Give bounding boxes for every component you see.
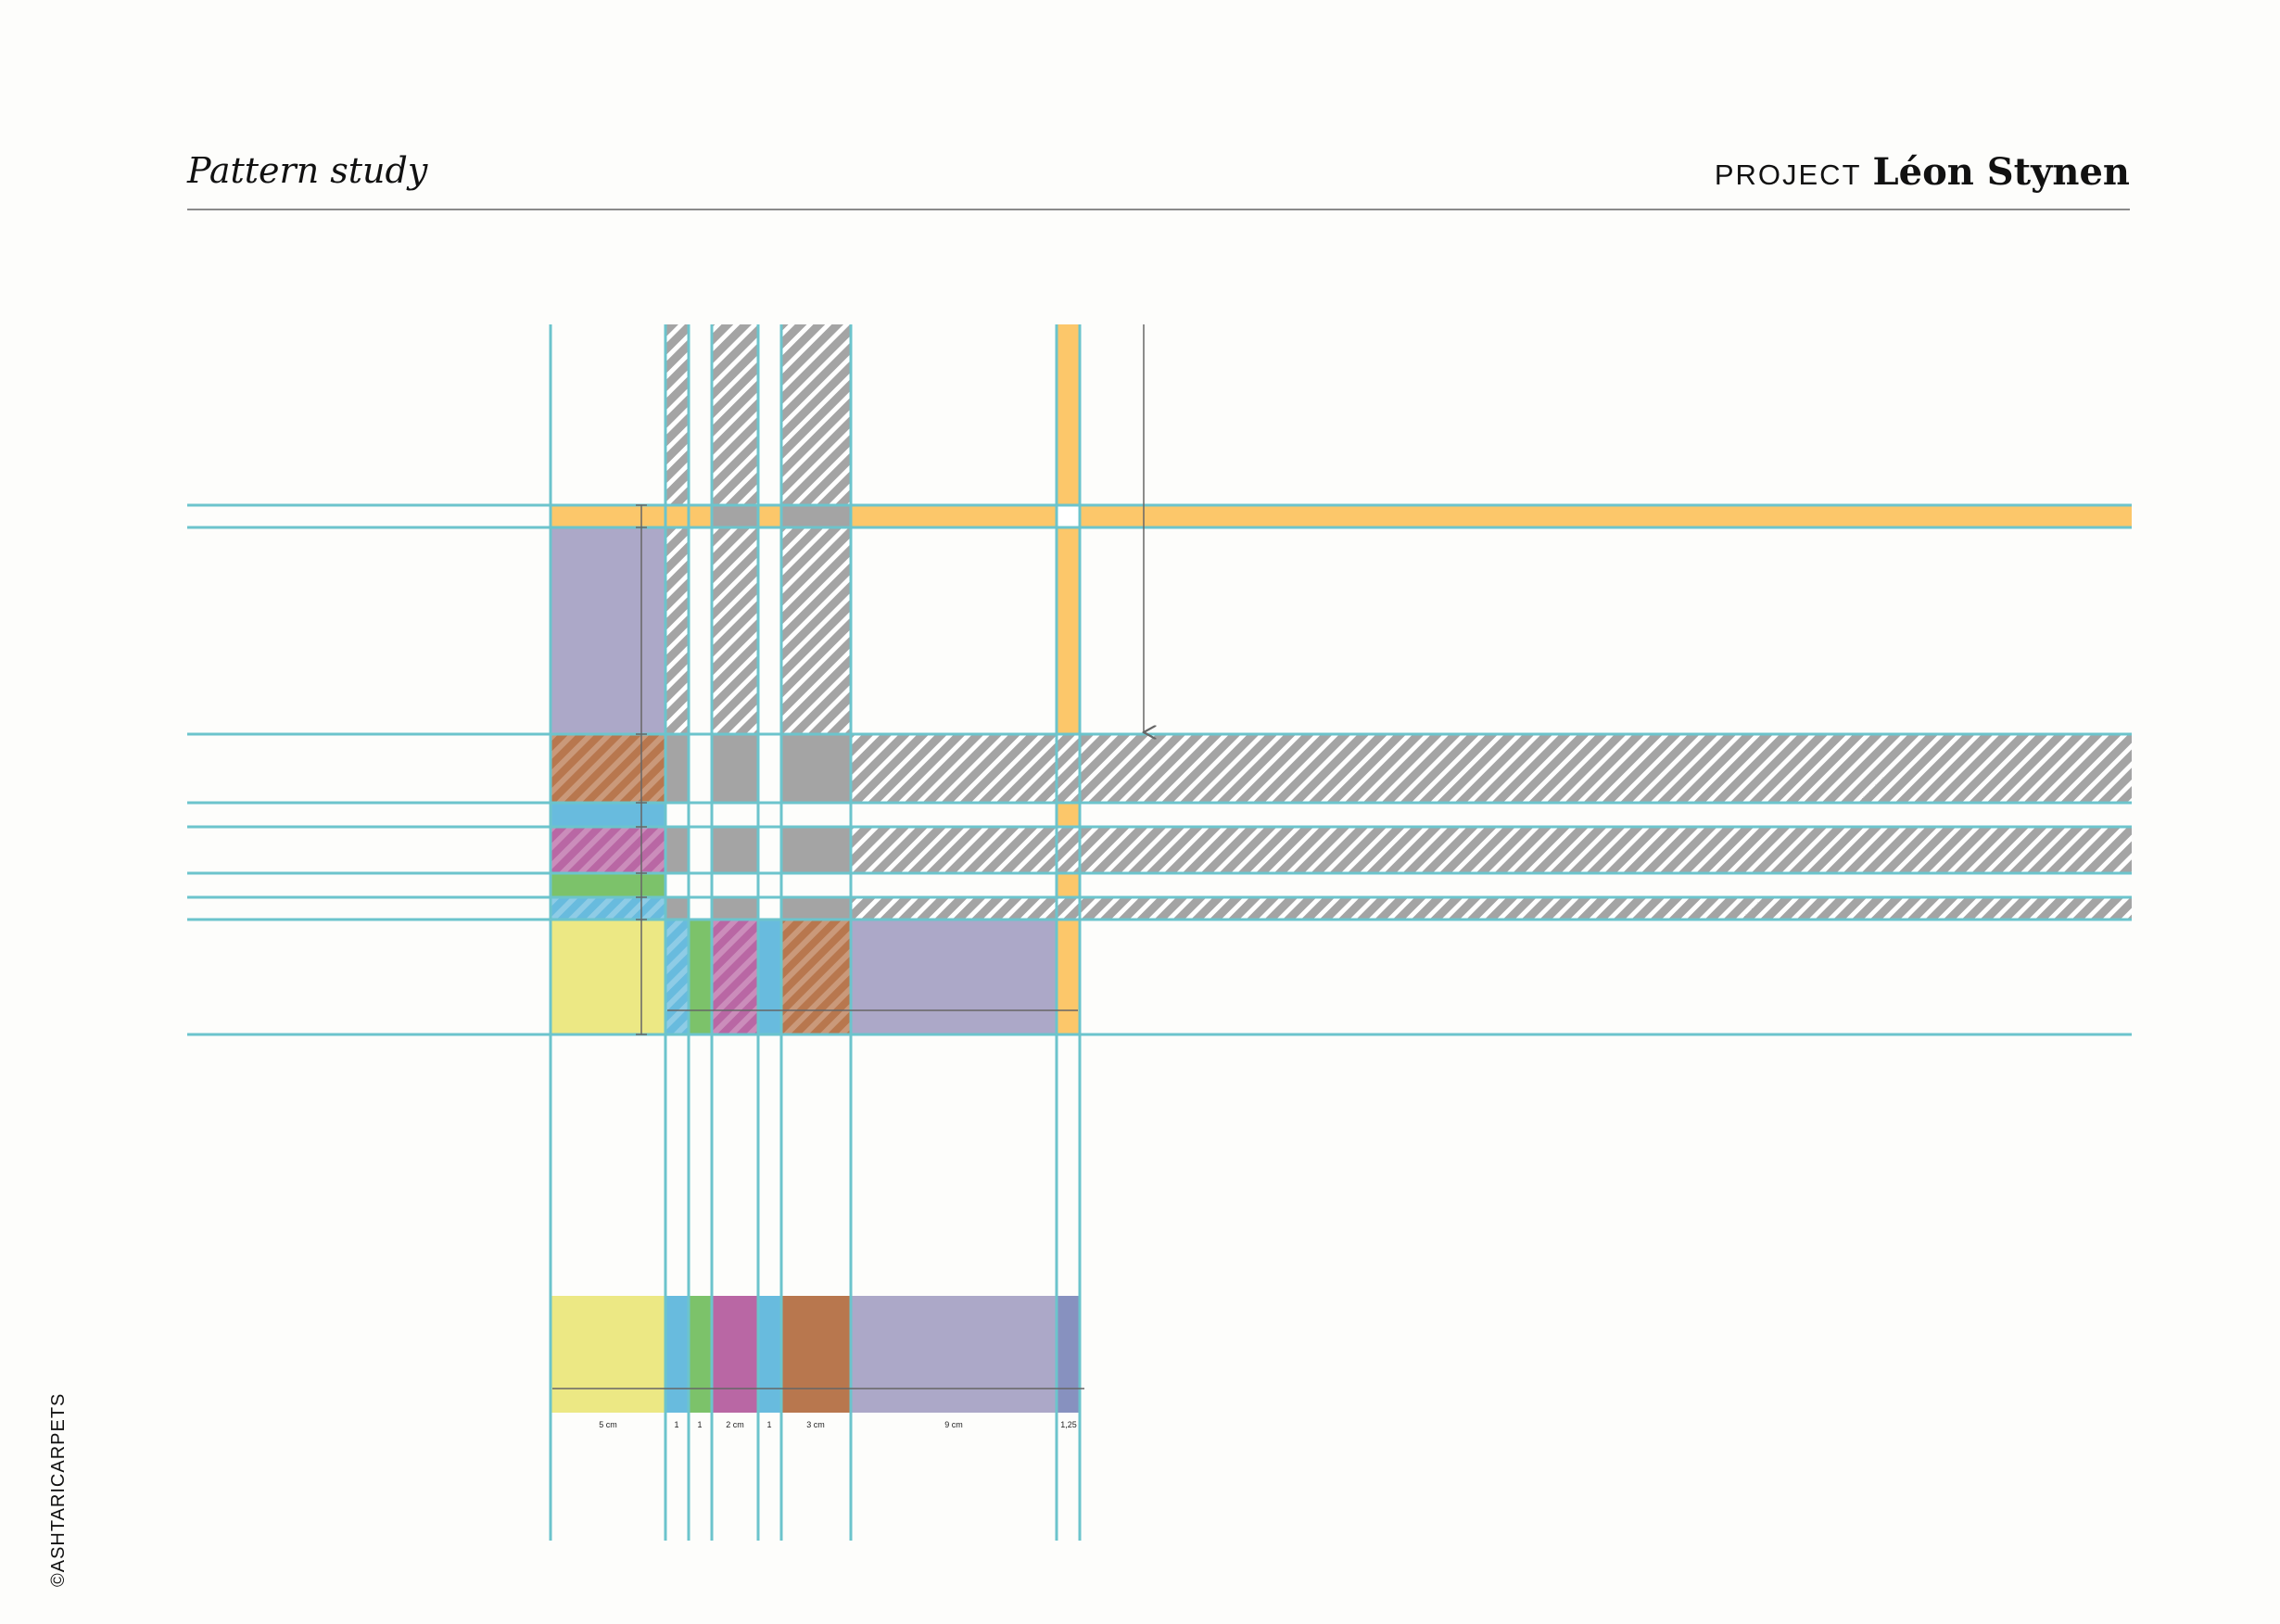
block-green-left (551, 873, 665, 897)
dim-label-blue-2: 1 (766, 1420, 771, 1429)
dim-label-green: 1 (697, 1420, 702, 1429)
block-blue-left (551, 803, 665, 827)
dimension-labels: 5 cm 1 1 2 cm 1 3 cm 9 cm 1,25 (599, 1420, 1077, 1429)
swatch-blue-1 (665, 1296, 689, 1413)
block-yellow-left (551, 920, 665, 1034)
swatch-green (689, 1296, 712, 1413)
dim-label-yellow: 5 cm (599, 1420, 617, 1429)
band-hatch-mid (851, 827, 2132, 873)
swatch-lavender (851, 1296, 1057, 1413)
band-lavender (851, 920, 1057, 1034)
swatch-brown (781, 1296, 851, 1413)
swatch-magenta (712, 1296, 758, 1413)
dim-label-magenta: 2 cm (726, 1420, 744, 1429)
page-title: Pattern study (187, 150, 428, 191)
dimension-markers (552, 324, 1144, 1389)
stripe-hatch-1 (665, 324, 689, 734)
header-rule (187, 209, 2130, 210)
dim-label-navy: 1,25 (1060, 1420, 1077, 1429)
dim-label-brown: 3 cm (806, 1420, 825, 1429)
stripe-hatch-2 (712, 324, 758, 734)
stripe-orange-vertical (1057, 324, 1080, 1034)
dim-label-lavender: 9 cm (944, 1420, 963, 1429)
swatch-strip (551, 1296, 1080, 1413)
stripe-hatch-3 (781, 324, 851, 734)
dim-label-blue-1: 1 (674, 1420, 678, 1429)
guide-lines (187, 324, 2132, 1541)
cell-blue-2 (758, 920, 781, 1034)
project-name: Léon Stynen (1872, 150, 2130, 194)
copyright-text: ©ASHTARICARPETS (48, 1392, 69, 1587)
block-orange-left (551, 505, 665, 527)
swatch-blue-2 (758, 1296, 781, 1413)
band-hatch-thin (851, 897, 2132, 920)
band-hatch-wide (851, 734, 2132, 803)
project-heading: PROJECT Léon Stynen (1715, 150, 2130, 194)
swatch-navy (1057, 1296, 1080, 1413)
swatch-yellow (551, 1296, 665, 1413)
project-keyword: PROJECT (1714, 159, 1862, 191)
vertical-stripes (551, 324, 1080, 1034)
cell-green (689, 920, 712, 1034)
block-lavender-left (551, 527, 665, 734)
